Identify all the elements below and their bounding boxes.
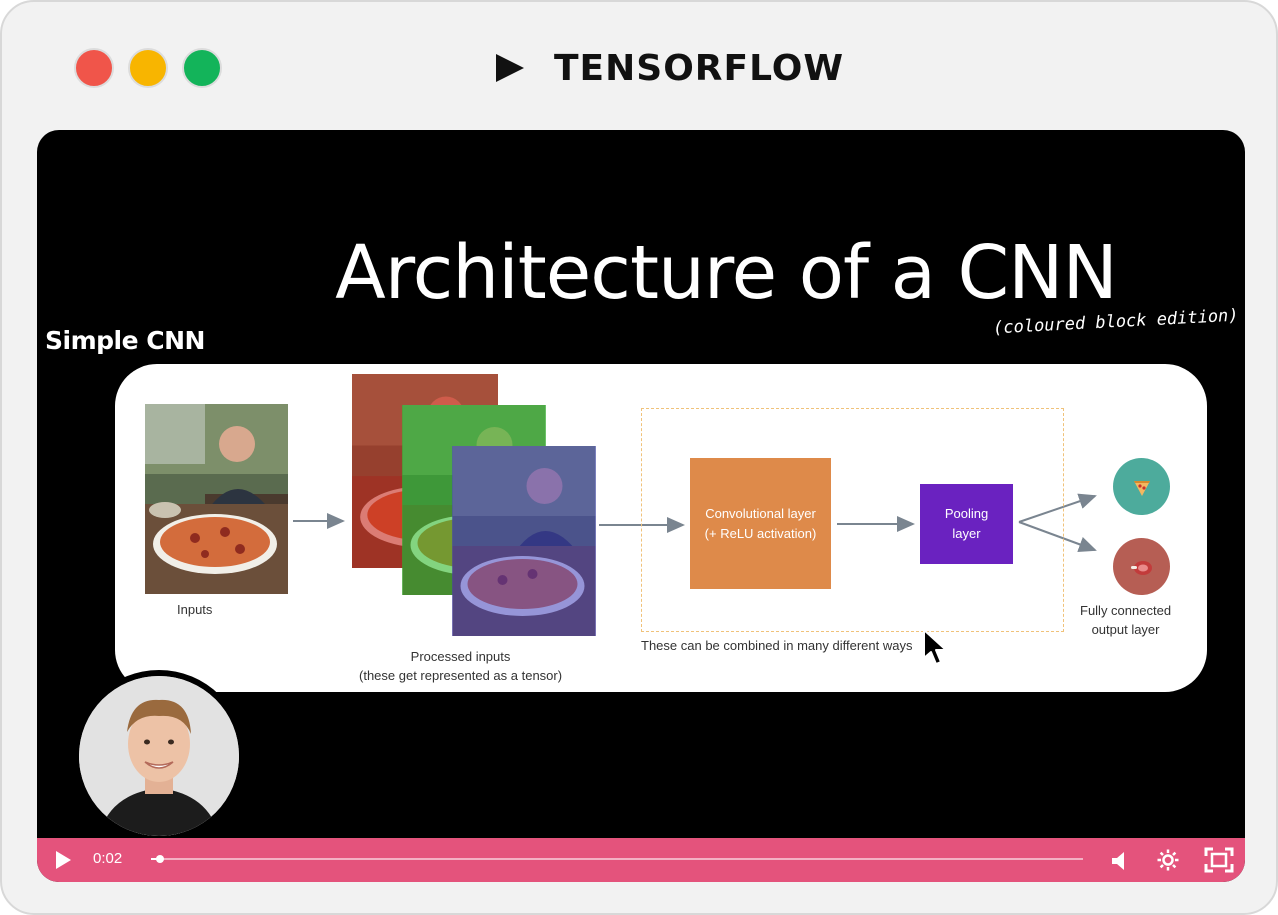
volume-icon[interactable] (1110, 850, 1132, 872)
minimize-window-button[interactable] (128, 48, 168, 88)
fullscreen-icon[interactable] (1204, 847, 1234, 873)
steak-icon (1130, 560, 1152, 575)
close-window-button[interactable] (74, 48, 114, 88)
pooling-layer-block: Pooling layer (920, 484, 1013, 564)
seek-handle[interactable] (156, 855, 165, 863)
pool-line2: layer (952, 526, 981, 541)
output-line1: Fully connected (1080, 603, 1172, 618)
pool-line1: Pooling (944, 506, 989, 521)
play-icon[interactable] (53, 850, 73, 870)
output-caption: Fully connected output layer (1080, 601, 1171, 639)
pizza-output-node (1113, 458, 1170, 515)
blue-channel-image (452, 446, 596, 636)
steak-output-node (1113, 538, 1170, 595)
seek-bar[interactable] (151, 855, 1083, 863)
gear-icon[interactable] (1156, 848, 1180, 872)
inputs-caption: Inputs (177, 602, 213, 617)
processed-caption: Processed inputs (these get represented … (359, 647, 562, 685)
input-image (145, 404, 288, 594)
combinable-layers-box (641, 408, 1064, 632)
combine-caption: These can be combined in many different … (641, 638, 913, 653)
app-title: TENSORFLOW (554, 47, 845, 89)
seek-progress (151, 858, 161, 860)
window-title-bar: TENSORFLOW (492, 46, 844, 90)
pizza-icon (1133, 480, 1150, 496)
conv-line2: (+ ReLU activation) (704, 525, 817, 541)
current-time: 0:02 (93, 850, 123, 867)
play-icon (496, 54, 524, 82)
processed-caption-line1: Processed inputs (410, 649, 511, 664)
pizza-photo-icon (145, 404, 288, 594)
mouse-cursor-icon (923, 629, 947, 665)
video-player[interactable]: Architecture of a CNN (coloured block ed… (37, 130, 1245, 882)
section-label: Simple CNN (45, 326, 205, 355)
conv-line1: Convolutional layer (705, 505, 816, 521)
presenter-avatar-icon (79, 676, 239, 836)
slide-title: Architecture of a CNN (335, 230, 1118, 316)
convolutional-layer-block: Convolutional layer (+ ReLU activation) (690, 458, 831, 589)
presenter-webcam (73, 670, 245, 842)
player-controls: 0:02 (37, 838, 1245, 882)
maximize-window-button[interactable] (182, 48, 222, 88)
output-line2: output layer (1091, 622, 1160, 637)
processed-caption-line2: (these get represented as a tensor) (359, 668, 563, 683)
cnn-diagram: Inputs (115, 364, 1207, 692)
